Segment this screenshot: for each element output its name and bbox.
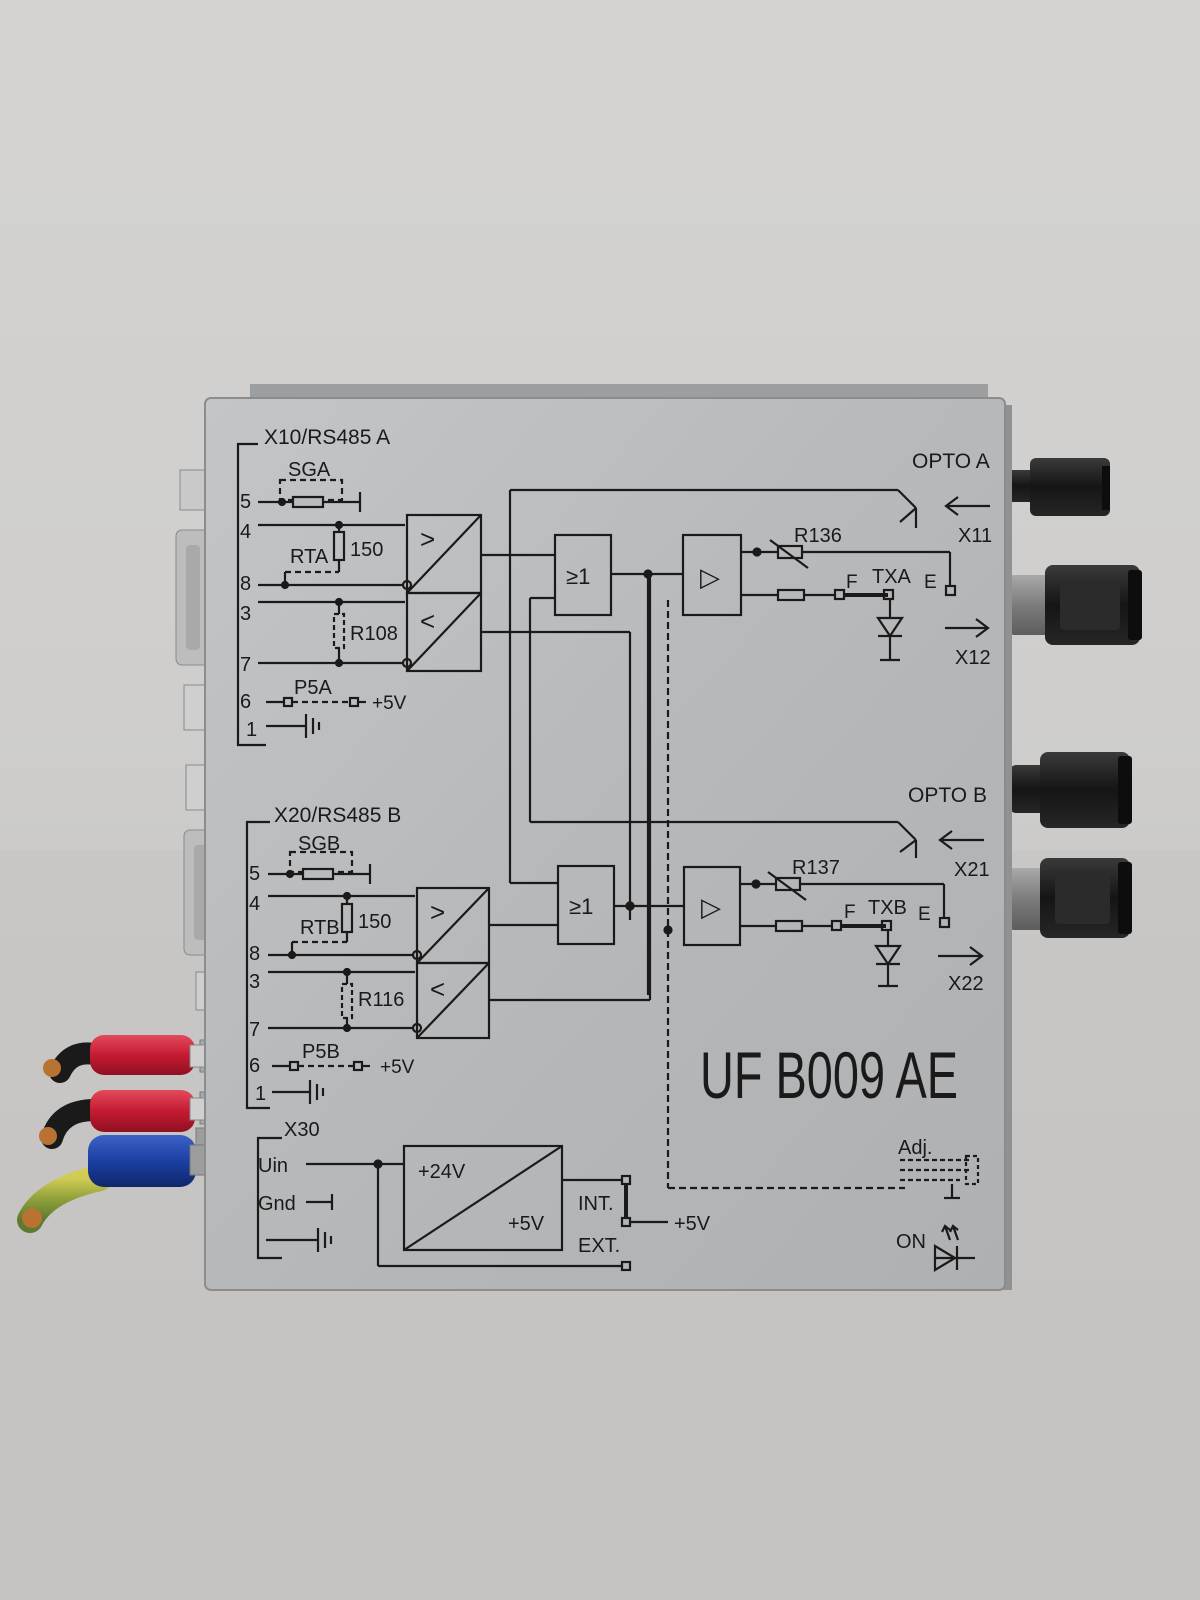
schematic-labels: X10/RS485 A 5 4 8 3 7 6 1 SGA RTA 150 R1… (240, 426, 992, 1257)
pin-b-1: 1 (255, 1083, 266, 1105)
schematic (236, 442, 990, 1272)
red-wire-ferrule-2 (90, 1090, 195, 1132)
label-24v: +24V (418, 1161, 466, 1183)
label-sgb: SGB (298, 833, 340, 855)
label-plus5v-a: +5V (372, 693, 407, 714)
label-rtb: RTB (300, 917, 340, 939)
connector-x22 (1010, 858, 1132, 938)
receiver-lt-b: < (430, 974, 445, 1004)
pin-a-5: 5 (240, 491, 251, 513)
pin-a-3: 3 (240, 603, 251, 625)
label-plus5v-b: +5V (380, 1057, 415, 1078)
label-x21: X21 (954, 859, 990, 881)
pin-b-5: 5 (249, 863, 260, 885)
label-f-b: F (844, 902, 856, 923)
or-gate-a: ≥1 (566, 564, 590, 589)
pin-a-4: 4 (240, 521, 251, 543)
section-b-header: X20/RS485 B (274, 804, 401, 827)
pin-b-4: 4 (249, 893, 260, 915)
pin-a-1: 1 (246, 719, 257, 741)
connector-x21 (1010, 752, 1132, 828)
power-wires (17, 1035, 213, 1233)
model-number: UF B009 AE (700, 1038, 958, 1112)
label-x11: X11 (958, 525, 992, 547)
label-5v-conv: +5V (508, 1213, 545, 1235)
or-gate-b: ≥1 (569, 894, 593, 919)
receiver-lt-a: < (420, 606, 435, 636)
fiber-connectors (1008, 458, 1142, 938)
pin-b-3: 3 (249, 971, 260, 993)
label-opto-a: OPTO A (912, 450, 990, 473)
connector-x11 (1008, 458, 1110, 516)
label-sga: SGA (288, 459, 331, 481)
label-int: INT. (578, 1193, 614, 1215)
connector-x12 (1010, 565, 1142, 645)
label-p5b: P5B (302, 1041, 340, 1063)
label-r136: R136 (794, 525, 842, 547)
label-ext: EXT. (578, 1235, 620, 1257)
pin-b-7: 7 (249, 1019, 260, 1041)
pin-b-8: 8 (249, 943, 260, 965)
front-panel (204, 397, 1006, 1291)
driver-gt-b: > (430, 897, 445, 927)
label-e-b: E (918, 904, 931, 925)
pin-b-6: 6 (249, 1055, 260, 1077)
pin-a-6: 6 (240, 691, 251, 713)
label-p5a: P5A (294, 677, 332, 699)
label-150-b: 150 (358, 911, 391, 933)
pin-a-8: 8 (240, 573, 251, 595)
label-r137: R137 (792, 857, 840, 879)
label-txb: TXB (868, 897, 907, 919)
label-r116: R116 (358, 989, 404, 1011)
label-out-5v: +5V (674, 1213, 711, 1235)
module-housing (204, 384, 1012, 1291)
amp-a: ▷ (700, 562, 720, 592)
label-txa: TXA (872, 566, 912, 588)
driver-gt-a: > (420, 524, 435, 554)
label-rta: RTA (290, 546, 329, 568)
label-gnd: Gnd (258, 1193, 296, 1215)
label-x12: X12 (955, 647, 991, 669)
label-on: ON (896, 1231, 926, 1253)
section-a-header: X10/RS485 A (264, 426, 390, 449)
section-x30-header: X30 (284, 1119, 320, 1141)
label-r108: R108 (350, 623, 398, 645)
label-opto-b: OPTO B (908, 784, 987, 807)
label-150-a: 150 (350, 539, 383, 561)
label-e-a: E (924, 572, 937, 593)
label-f-a: F (846, 572, 858, 593)
blue-wire-ferrule (88, 1135, 196, 1187)
amp-b: ▷ (701, 892, 721, 922)
label-x22: X22 (948, 973, 984, 995)
red-wire-ferrule-1 (90, 1035, 195, 1075)
label-uin: Uin (258, 1155, 288, 1177)
pin-a-7: 7 (240, 654, 251, 676)
label-adj: Adj. (898, 1137, 932, 1159)
